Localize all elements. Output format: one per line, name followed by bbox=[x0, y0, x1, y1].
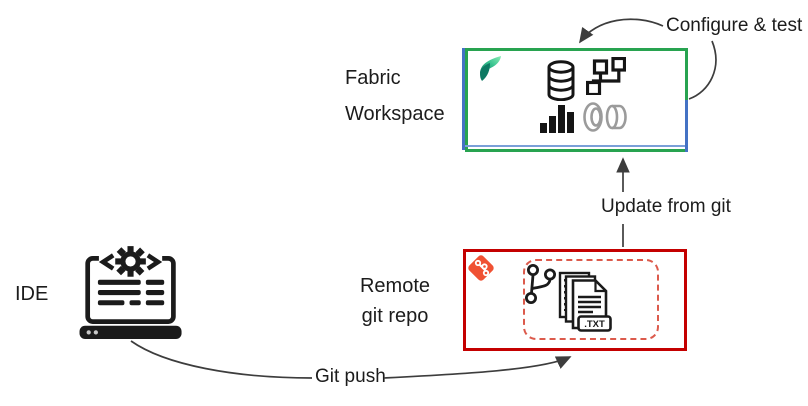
code-left-chevron-icon bbox=[98, 253, 115, 271]
dataflow-pipe-icon bbox=[583, 102, 627, 132]
fabric-workspace-box bbox=[462, 48, 688, 152]
git-logo-icon bbox=[468, 255, 494, 281]
txt-file-badge: .TXT bbox=[584, 319, 605, 330]
git-push-line-left bbox=[130, 340, 313, 379]
code-right-chevron-icon bbox=[146, 253, 163, 271]
git-push-arrow bbox=[383, 356, 572, 379]
code-lines bbox=[97, 279, 165, 306]
gear-icon bbox=[115, 246, 146, 277]
bar-chart-icon bbox=[540, 105, 574, 133]
configure-test-label: Configure & test bbox=[666, 15, 803, 36]
ide-label: IDE bbox=[15, 283, 49, 305]
remote-git-repo-label: Remote git repo bbox=[359, 275, 431, 327]
git-push-label: Git push bbox=[315, 366, 386, 387]
blue-accent-left bbox=[462, 48, 465, 150]
fabric-workspace-label: Fabric Workspace bbox=[345, 67, 445, 125]
configure-test-arrow bbox=[579, 18, 664, 44]
database-icon bbox=[547, 60, 575, 101]
file-stack-icon: .TXT bbox=[558, 271, 612, 332]
update-from-git-label: Update from git bbox=[601, 196, 731, 217]
fabric-logo-icon bbox=[480, 56, 501, 81]
configure-test-loop-arc bbox=[688, 40, 717, 100]
pipeline-squares-icon bbox=[586, 57, 626, 95]
blue-accent-bottom bbox=[465, 145, 686, 147]
laptop-code-icon bbox=[79, 246, 182, 339]
blue-accent-right bbox=[685, 100, 688, 152]
git-branch-icon bbox=[525, 264, 556, 305]
repo-contents-dashed-box bbox=[523, 259, 659, 340]
